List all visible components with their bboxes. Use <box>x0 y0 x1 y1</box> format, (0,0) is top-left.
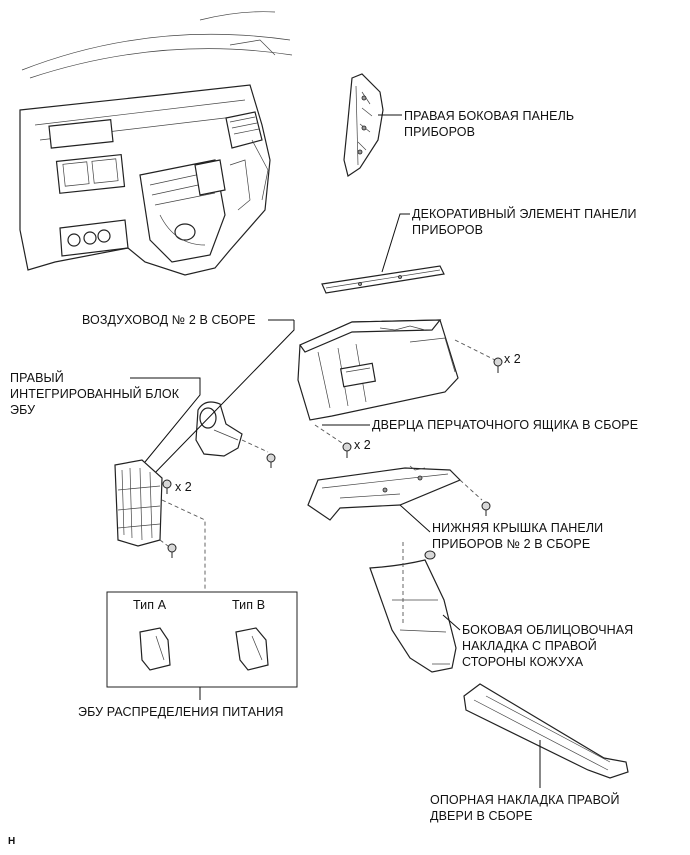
lower-cover-illustration <box>307 465 462 521</box>
glove-box-illustration <box>297 319 459 421</box>
screw-ecu-upper-icon <box>162 479 172 494</box>
clip-cowl-trim-icon <box>424 550 436 560</box>
corner-code: H <box>8 836 16 847</box>
right-side-panel-illustration <box>343 73 384 177</box>
screw-air-duct-icon <box>266 453 276 468</box>
screw-glove-upper-icon <box>493 357 503 373</box>
door-scuff-label: ОПОРНАЯ НАКЛАДКА ПРАВОЙ ДВЕРИ В СБОРЕ <box>430 793 620 823</box>
cowl-side-trim-illustration <box>369 559 457 673</box>
lower-cover-label: НИЖНЯЯ КРЫШКА ПАНЕЛИ ПРИБОРОВ № 2 В СБОР… <box>432 521 604 551</box>
right-side-panel-label: ПРАВАЯ БОКОВАЯ ПАНЕЛЬ ПРИБОРОВ <box>404 109 575 139</box>
power-ecu-variants-box <box>106 591 298 688</box>
ecu-screw-quantity: x 2 <box>175 480 192 494</box>
ecu-type-a-illustration <box>139 627 171 671</box>
screw-glove-lower-icon <box>342 442 352 458</box>
decorative-trim-illustration <box>321 265 445 294</box>
integrated-ecu-illustration <box>114 459 163 547</box>
glove-box-label: ДВЕРЦА ПЕРЧАТОЧНОГО ЯЩИКА В СБОРЕ <box>372 418 639 432</box>
screw-ecu-lower-icon <box>167 543 177 558</box>
air-duct-illustration <box>195 401 243 457</box>
type-a-label: Тип A <box>133 598 167 612</box>
glove-lower-screw-quantity: x 2 <box>354 438 371 452</box>
ecu-type-b-illustration <box>235 627 269 671</box>
screw-lower-cover-icon <box>481 501 491 516</box>
cowl-side-trim-label: БОКОВАЯ ОБЛИЦОВОЧНАЯ НАКЛАДКА С ПРАВОЙ С… <box>462 623 634 669</box>
integrated-ecu-label: ПРАВЫЙ ИНТЕГРИРОВАННЫЙ БЛОК ЭБУ <box>10 371 180 417</box>
door-scuff-plate-illustration <box>463 683 629 779</box>
dashboard-overview-illustration <box>19 11 293 276</box>
glove-upper-screw-quantity: x 2 <box>504 352 521 366</box>
power-ecu-label: ЭБУ РАСПРЕДЕЛЕНИЯ ПИТАНИЯ <box>78 705 284 719</box>
type-b-label: Тип B <box>232 598 266 612</box>
air-duct-label: ВОЗДУХОВОД № 2 В СБОРЕ <box>82 313 256 327</box>
decorative-element-label: ДЕКОРАТИВНЫЙ ЭЛЕМЕНТ ПАНЕЛИ ПРИБОРОВ <box>412 207 637 237</box>
